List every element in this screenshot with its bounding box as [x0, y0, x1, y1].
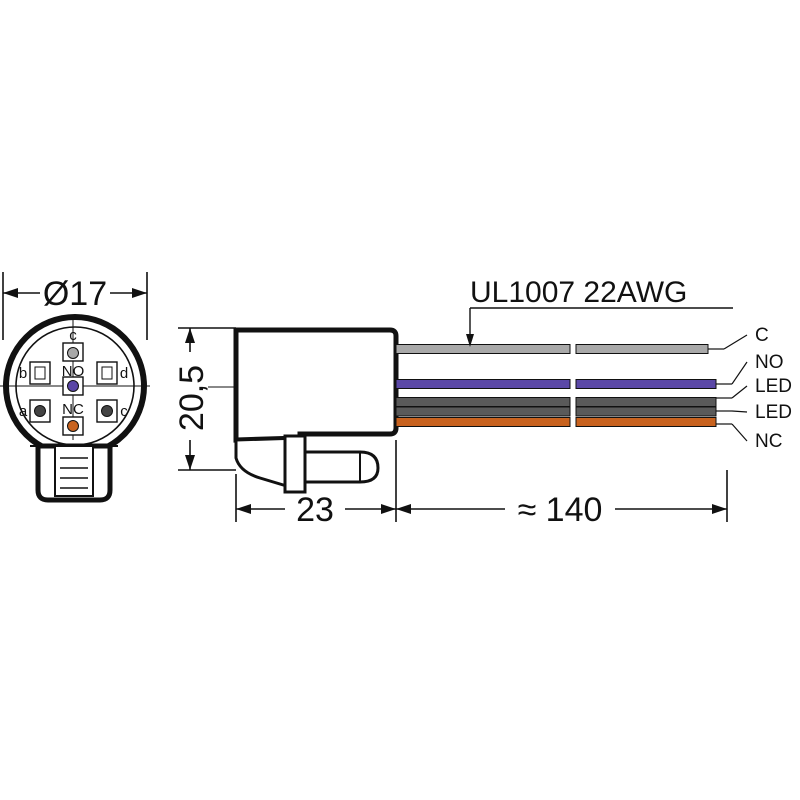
- pin-label-b: b: [19, 365, 27, 382]
- front-view: Ø17 c NO NC a c b: [0, 272, 150, 503]
- wire-leader-2: [731, 385, 748, 399]
- wire-leader-0: [723, 334, 748, 350]
- wire-4: [395, 417, 717, 427]
- wire-label-2: LED: [755, 376, 792, 397]
- pin-dot-nc: [67, 420, 79, 432]
- wire-label-4: NC: [755, 431, 782, 452]
- pin-label-c-top: c: [69, 327, 77, 344]
- wire-0: [395, 344, 709, 354]
- wire-label-3: LED: [755, 402, 792, 423]
- wire-leader-3: [731, 410, 748, 413]
- pin-label-d: d: [120, 365, 128, 382]
- pin-dot-c-right: [101, 405, 113, 417]
- wire-length-label: ≈ 140: [518, 491, 603, 529]
- pin-label-no: NO: [62, 363, 85, 380]
- length-label: 23: [296, 491, 334, 529]
- pin-label-a: a: [19, 403, 28, 420]
- height-dimension: [178, 327, 236, 471]
- pin-label-nc: NC: [62, 401, 84, 418]
- wire-label-0: C: [755, 325, 769, 346]
- wire-1: [395, 379, 717, 389]
- side-view: 20,5 UL1007 22AWG C NO LED LED NC: [173, 276, 792, 529]
- height-label: 20,5: [173, 365, 211, 431]
- wire-leader-1: [731, 361, 748, 385]
- latch-block: [30, 443, 118, 503]
- wire-3: [395, 406, 717, 417]
- wire-2: [395, 397, 717, 407]
- length-dimension: [235, 440, 397, 522]
- cable-spec-label: UL1007 22AWG: [470, 276, 687, 309]
- pin-dot-c-top: [67, 347, 79, 359]
- pin-dot-a: [34, 405, 46, 417]
- pin-socket-b: [29, 361, 51, 385]
- diameter-label: Ø17: [43, 275, 107, 313]
- connector-body: [233, 327, 399, 494]
- wire-leader-4: [731, 423, 748, 442]
- pin-label-c-right: c: [120, 403, 128, 420]
- diameter-dimension: [2, 272, 148, 340]
- wire-bundle: [395, 344, 717, 427]
- wire-labels: C NO LED LED NC: [708, 325, 792, 452]
- wire-label-1: NO: [755, 352, 784, 373]
- wire-length-dimension: [396, 470, 728, 522]
- pin-dot-no: [67, 380, 79, 392]
- pin-socket-d: [96, 361, 118, 385]
- cable-spec-leader: [466, 307, 733, 347]
